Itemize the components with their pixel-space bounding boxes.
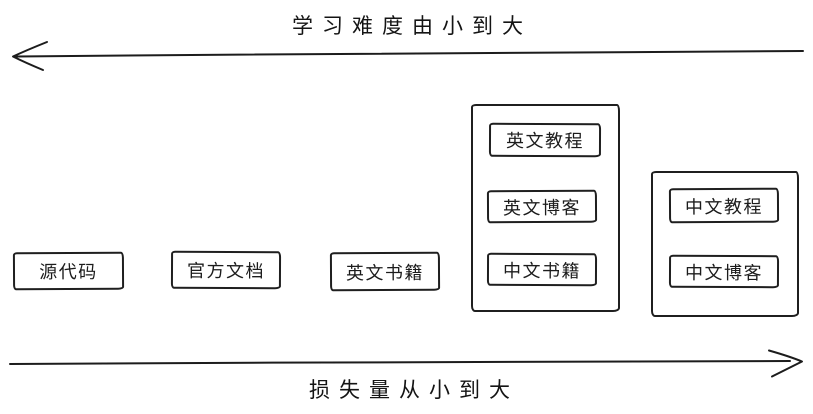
- node-label: 英文博客: [502, 197, 582, 218]
- node-official-docs: 官方文档: [170, 250, 282, 290]
- right-arrow-icon: [9, 349, 803, 378]
- node-english-tutorials: 英文教程: [488, 122, 602, 158]
- node-source-code: 源代码: [12, 251, 125, 291]
- node-chinese-blogs: 中文博客: [668, 254, 780, 289]
- node-chinese-tutorials: 中文教程: [668, 187, 780, 224]
- node-label: 中文教程: [684, 196, 764, 217]
- node-label: 英文书籍: [345, 262, 425, 283]
- node-english-blogs: 英文博客: [486, 189, 598, 224]
- node-label: 中文博客: [684, 262, 764, 283]
- node-chinese-books: 中文书籍: [486, 252, 598, 287]
- node-label: 官方文档: [186, 260, 266, 282]
- node-label: 中文书籍: [502, 260, 582, 281]
- node-label: 英文教程: [505, 130, 585, 152]
- node-label: 源代码: [39, 261, 98, 283]
- node-english-books: 英文书籍: [329, 251, 441, 292]
- left-arrow-icon: [12, 41, 804, 71]
- top-axis-label: 学习难度由小到大: [292, 15, 532, 38]
- bottom-axis-label: 损失量从小到大: [309, 379, 519, 402]
